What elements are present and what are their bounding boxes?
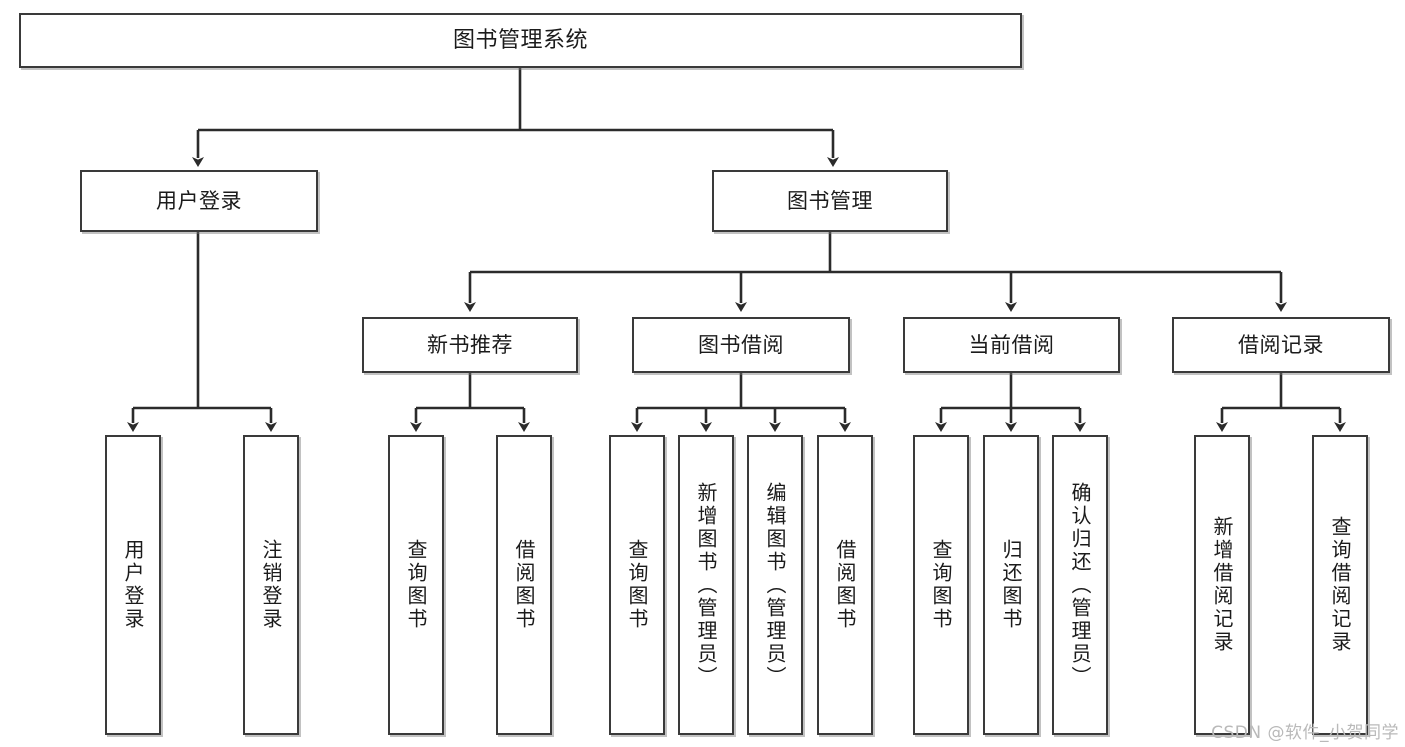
node-label: 新增图书（管理员）	[694, 481, 718, 689]
node-leaf-confirm-return-admin[interactable]: 确认归还（管理员）	[1052, 435, 1108, 735]
node-leaf-query-book-borrow[interactable]: 查询图书	[609, 435, 665, 735]
node-label: 新增借阅记录	[1210, 516, 1234, 654]
node-current-borrow[interactable]: 当前借阅	[903, 317, 1120, 373]
node-label: 确认归还（管理员）	[1068, 481, 1092, 689]
node-label: 图书借阅	[698, 332, 784, 357]
node-leaf-add-book-admin[interactable]: 新增图书（管理员）	[678, 435, 734, 735]
node-label: 借阅记录	[1238, 332, 1324, 357]
node-label: 查询借阅记录	[1328, 516, 1352, 654]
node-new-book-recommend[interactable]: 新书推荐	[362, 317, 578, 373]
node-label: 借阅图书	[512, 539, 536, 631]
node-leaf-add-borrow-record[interactable]: 新增借阅记录	[1194, 435, 1250, 735]
node-label: 当前借阅	[968, 332, 1055, 357]
node-leaf-return-book[interactable]: 归还图书	[983, 435, 1039, 735]
node-label: 图书管理	[787, 188, 873, 213]
node-label: 注销登录	[259, 539, 283, 631]
node-label: 查询图书	[929, 539, 953, 631]
node-book-borrow[interactable]: 图书借阅	[632, 317, 850, 373]
csdn-watermark: CSDN @软件_小贺同学	[1211, 723, 1399, 743]
node-label: 编辑图书（管理员）	[763, 481, 787, 689]
node-leaf-user-login[interactable]: 用户登录	[105, 435, 161, 735]
node-label: 借阅图书	[833, 539, 857, 631]
node-leaf-query-book-current[interactable]: 查询图书	[913, 435, 969, 735]
node-leaf-query-borrow-record[interactable]: 查询借阅记录	[1312, 435, 1368, 735]
node-leaf-logout[interactable]: 注销登录	[243, 435, 299, 735]
node-label: 图书管理系统	[452, 27, 588, 53]
node-root-book-management-system[interactable]: 图书管理系统	[19, 13, 1022, 68]
node-leaf-borrow-book-recommend[interactable]: 借阅图书	[496, 435, 552, 735]
node-leaf-query-book-recommend[interactable]: 查询图书	[388, 435, 444, 735]
node-label: 查询图书	[404, 539, 428, 631]
node-label: 归还图书	[999, 539, 1023, 631]
node-leaf-borrow-book[interactable]: 借阅图书	[817, 435, 873, 735]
node-label: 用户登录	[156, 188, 242, 213]
node-label: 新书推荐	[427, 332, 513, 357]
node-label: 查询图书	[625, 539, 649, 631]
node-label: 用户登录	[121, 539, 145, 631]
node-user-login[interactable]: 用户登录	[80, 170, 318, 232]
node-leaf-edit-book-admin[interactable]: 编辑图书（管理员）	[747, 435, 803, 735]
node-book-management[interactable]: 图书管理	[712, 170, 948, 232]
node-borrow-record[interactable]: 借阅记录	[1172, 317, 1390, 373]
